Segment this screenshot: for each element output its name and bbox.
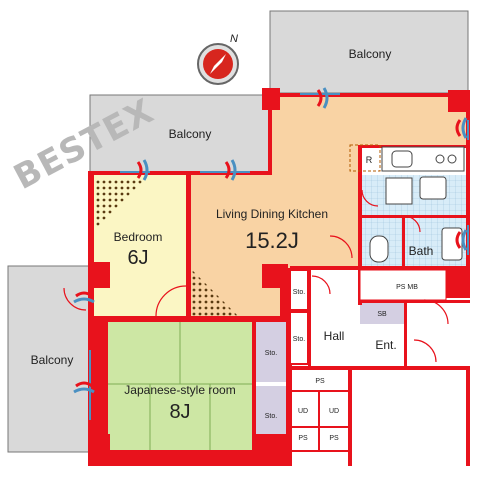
japanese-room-name: Japanese-style room — [124, 383, 235, 397]
stove-icon-2 — [447, 154, 457, 164]
ps-mb-box — [359, 269, 447, 301]
balcony-left — [7, 265, 93, 453]
hall-label: Hall — [324, 329, 345, 343]
ps-bottom-left-label: PS — [298, 435, 308, 442]
washer-icon — [385, 177, 413, 205]
balcony-mid — [89, 94, 271, 174]
entrance-area — [360, 324, 404, 368]
kitchen-counter — [381, 146, 465, 172]
ldk-area — [190, 95, 468, 318]
fridge-label: R — [366, 155, 373, 165]
storage-mid-label: Sto. — [293, 336, 306, 343]
fridge-box — [349, 144, 381, 172]
closet-dots-ldk — [192, 270, 238, 316]
bedroom-size: 6J — [127, 247, 148, 269]
bath-label: Bath — [409, 244, 434, 258]
storage-upper — [289, 269, 309, 311]
storage-mid — [289, 311, 309, 365]
ldk-size: 15.2J — [245, 228, 299, 253]
balcony-mid-label: Balcony — [169, 127, 212, 141]
vent-icons — [73, 87, 468, 394]
bedroom-name: Bedroom — [114, 230, 163, 244]
balcony-top — [269, 10, 469, 94]
japanese-room-size: 8J — [169, 401, 190, 423]
storage-jp-upper-label: Sto. — [265, 350, 278, 357]
toilet-icon — [369, 235, 389, 263]
ud-right-label: UD — [329, 408, 339, 415]
balcony-top-label: Balcony — [349, 47, 392, 61]
ud-left-label: UD — [298, 408, 308, 415]
tatami-grid — [108, 320, 254, 450]
stove-icon — [435, 154, 445, 164]
storage-jp-upper — [256, 322, 286, 382]
compass-north-label: N — [230, 33, 238, 45]
ps-top-label: PS — [315, 378, 325, 385]
ps-bottom-right-label: PS — [329, 435, 339, 442]
ps-mb-label: PS MB — [396, 284, 418, 291]
walls — [88, 88, 470, 466]
entrance-label: Ent. — [375, 338, 396, 352]
storage-sb — [360, 302, 404, 324]
washbasin-icon — [419, 176, 447, 200]
closet-dots-bedroom — [96, 178, 146, 228]
sb-label: SB — [377, 311, 387, 318]
doors — [63, 189, 449, 363]
storage-jp-lower-label: Sto. — [265, 413, 278, 420]
storage-upper-label: Sto. — [293, 289, 306, 296]
balcony-left-label: Balcony — [31, 353, 74, 367]
japanese-room-area — [108, 320, 254, 450]
compass-icon — [197, 43, 239, 85]
hall-area — [310, 268, 360, 368]
sink-icon — [391, 150, 413, 168]
ldk-name: Living Dining Kitchen — [216, 207, 328, 221]
